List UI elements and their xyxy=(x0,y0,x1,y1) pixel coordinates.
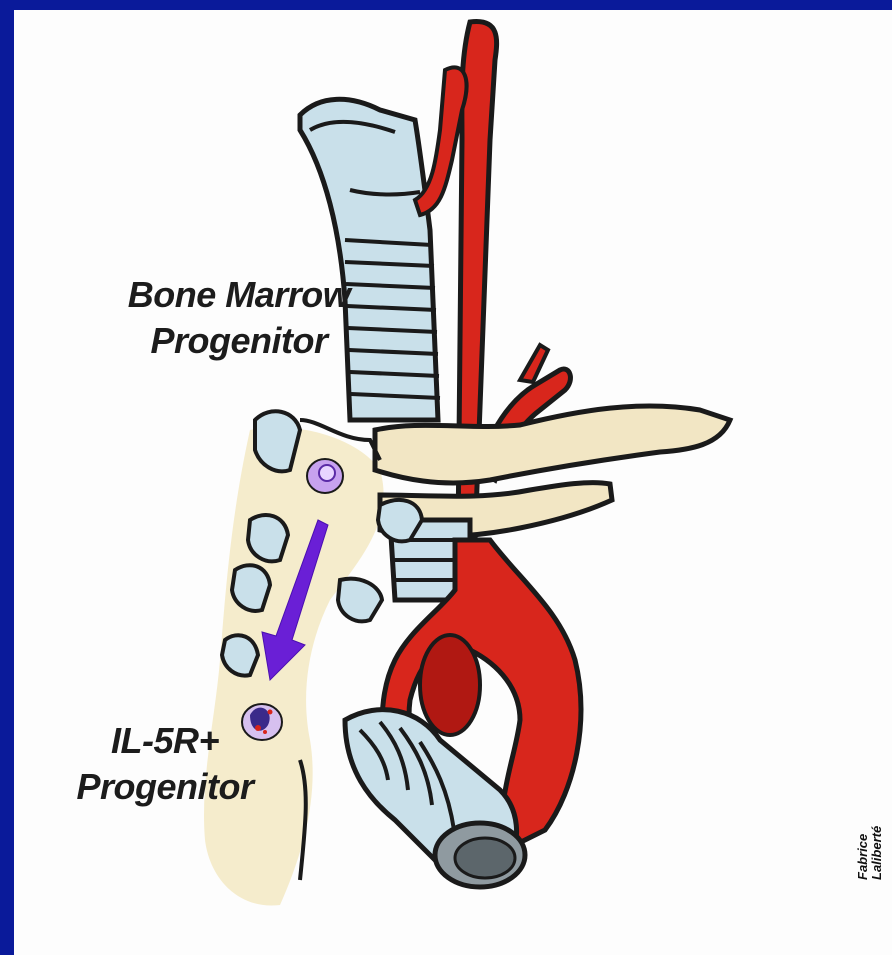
bronchus-lumen xyxy=(455,838,515,878)
credit-line2: Laliberté xyxy=(870,800,884,880)
vertebral-artery xyxy=(520,345,548,382)
thyroid-artery xyxy=(415,67,467,215)
bone-marrow-line1: Bone Marrow xyxy=(94,272,384,318)
bone-marrow-line2: Progenitor xyxy=(94,318,384,364)
il5r-line2: Progenitor xyxy=(50,764,280,810)
anatomy-illustration xyxy=(14,10,892,955)
progenitor-cell-icon xyxy=(307,459,343,493)
illustration-panel: Bone Marrow Progenitor IL-5R+ Progenitor… xyxy=(14,10,892,955)
bone-marrow-progenitor-label: Bone Marrow Progenitor xyxy=(94,272,384,364)
artist-credit: Fabrice Laliberté xyxy=(856,800,886,880)
credit-line1: Fabrice xyxy=(856,800,870,880)
il5r-progenitor-label: IL-5R+ Progenitor xyxy=(50,718,280,810)
il5r-line1: IL-5R+ xyxy=(50,718,280,764)
vessel-opening xyxy=(420,635,480,735)
